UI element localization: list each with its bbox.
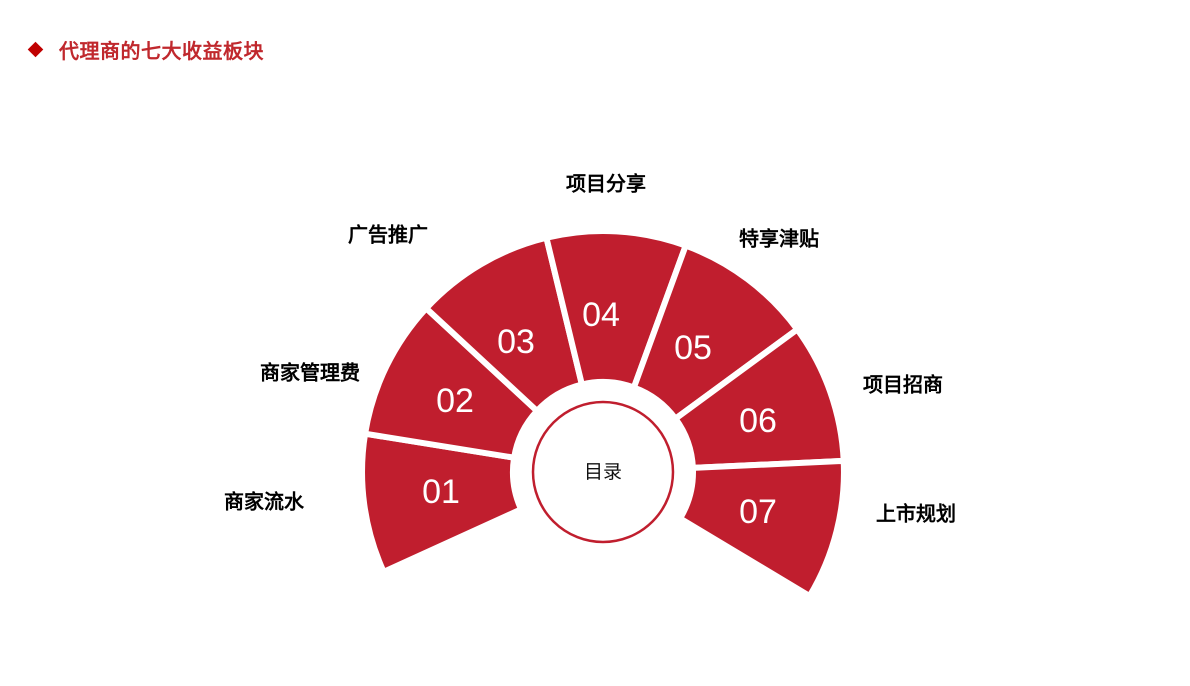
segment-label-05: 特享津贴 — [739, 226, 819, 251]
segment-number: 07 — [739, 493, 777, 531]
segment-04[interactable]: 04 — [542, 228, 690, 392]
slide-title: 代理商的七大收益板块 — [59, 38, 264, 63]
segment-number: 03 — [497, 323, 535, 361]
segment-07[interactable]: 07 — [675, 457, 847, 601]
segment-number: 06 — [739, 402, 777, 440]
center-label: 目录 — [584, 461, 622, 483]
segment-label-02: 商家管理费 — [260, 360, 360, 385]
segment-number: 01 — [422, 473, 460, 511]
center-circle[interactable] — [531, 400, 675, 544]
segment-number: 04 — [582, 296, 620, 334]
segment-label-01: 商家流水 — [224, 489, 304, 514]
segment-label-03: 广告推广 — [348, 222, 428, 247]
segment-number: 05 — [674, 329, 712, 367]
slide-header: 代理商的七大收益板块 — [26, 34, 264, 64]
center-hub[interactable]: 目录 — [531, 400, 675, 544]
segment-number: 02 — [436, 382, 474, 420]
segment-label-04: 项目分享 — [566, 171, 646, 196]
segment-label-07: 上市规划 — [876, 501, 956, 526]
segment-label-06: 项目招商 — [863, 372, 943, 397]
segment-shape[interactable] — [675, 457, 847, 601]
